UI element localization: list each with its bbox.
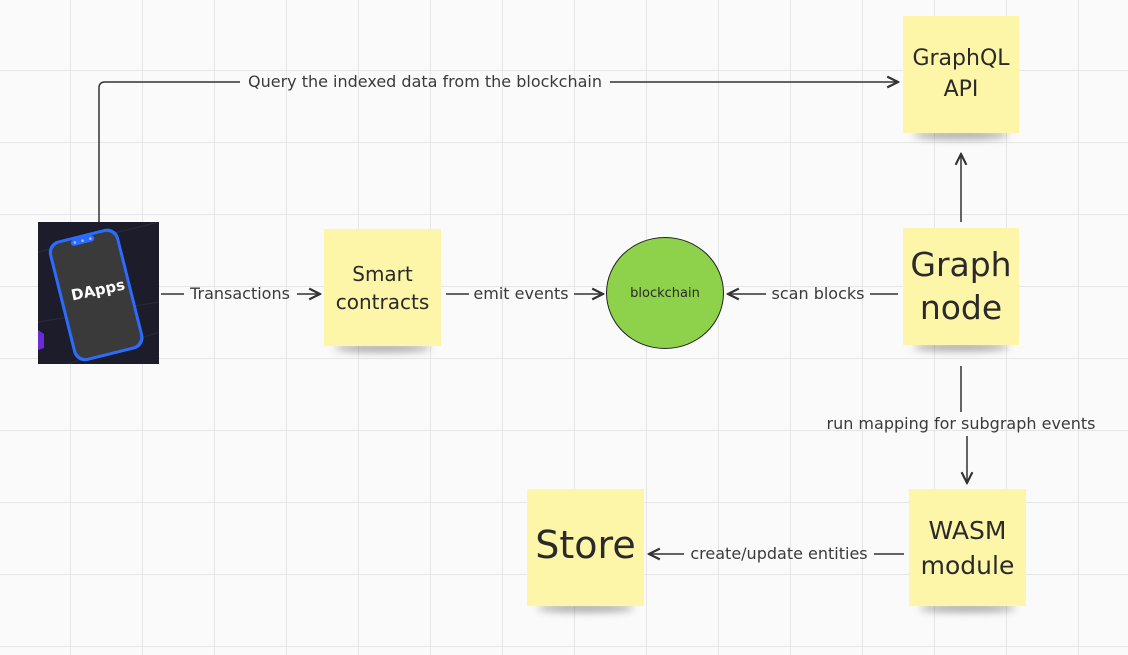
note-smart-contracts[interactable]: Smart contracts xyxy=(324,229,441,346)
edge-label-transactions: Transactions xyxy=(190,284,290,303)
note-store[interactable]: Store xyxy=(527,489,644,606)
dapps-phone-image[interactable]: DApps xyxy=(38,222,159,364)
note-smart-contracts-text: Smart contracts xyxy=(335,261,430,314)
note-graph-node-text: Graph node xyxy=(910,244,1012,327)
note-graphql-api-text: GraphQL API xyxy=(912,45,1010,102)
note-wasm-module[interactable]: WASM module xyxy=(909,489,1026,606)
edge-label-create-update: create/update entities xyxy=(690,544,868,563)
blockchain-node-text: blockchain xyxy=(630,285,700,301)
edge-label-scan-blocks: scan blocks xyxy=(771,284,865,303)
note-store-text: Store xyxy=(535,523,636,567)
blockchain-node[interactable]: blockchain xyxy=(606,237,724,349)
edge-label-emit-events: emit events xyxy=(473,284,569,303)
phone-icon xyxy=(38,222,159,364)
note-wasm-module-text: WASM module xyxy=(920,515,1015,580)
note-graph-node[interactable]: Graph node xyxy=(903,228,1019,345)
note-graphql-api[interactable]: GraphQL API xyxy=(903,16,1019,133)
edge-query-line-start xyxy=(98,81,240,222)
edge-label-query: Query the indexed data from the blockcha… xyxy=(248,72,602,91)
edge-label-run-mapping: run mapping for subgraph events xyxy=(826,414,1096,433)
